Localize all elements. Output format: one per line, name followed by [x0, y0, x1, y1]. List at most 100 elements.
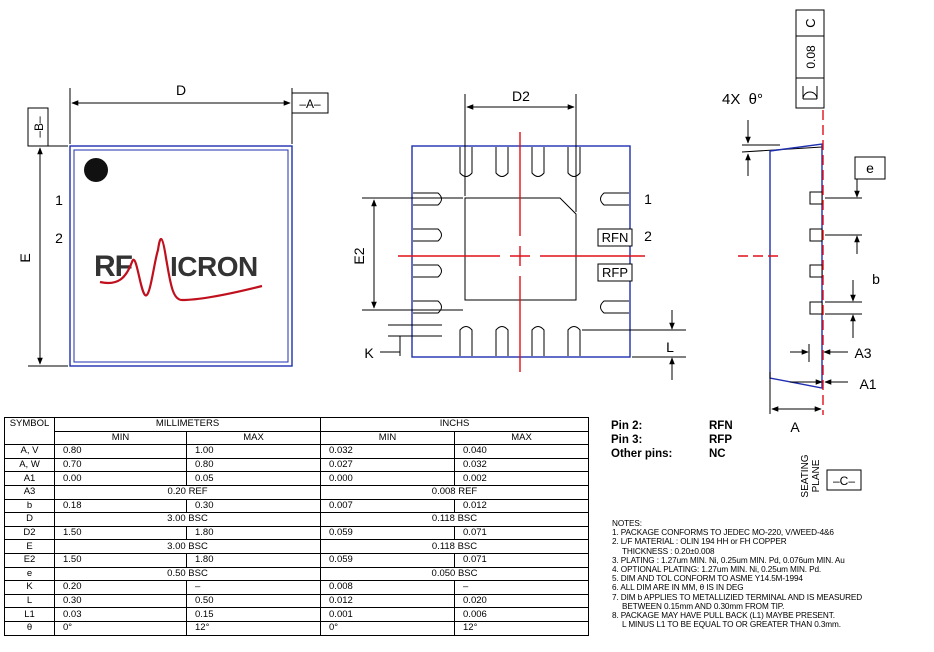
dim-e2-label: E2 [351, 247, 367, 264]
flatness-frame: C 0.08 [795, 9, 825, 109]
dim-d-label: D [176, 82, 186, 98]
cell-symbol: D [4, 512, 55, 527]
cell-in-min: 0.027 [320, 457, 456, 473]
pin-row: Pin 3:RFP [611, 433, 733, 447]
flatness-value: 0.08 [804, 45, 818, 69]
cell-mm-max: 1.80 [185, 525, 322, 541]
rfmicron-logo: RF ICRON [94, 237, 263, 302]
flatness-symbol-icon [802, 86, 818, 100]
cell-in-ref: 0.008 REF [320, 484, 590, 500]
cell-mm-min: 0.18 [54, 498, 187, 514]
cell-in-max: 0.071 [454, 552, 590, 568]
cell-mm-ref: 0.20 REF [53, 484, 322, 500]
package-drawing: D –A– E –B– 1 2 RF ICRON [17, 9, 886, 415]
dim-e-box [854, 156, 886, 180]
cell-mm-max: – [185, 580, 322, 595]
pin-function: RFP [709, 434, 732, 446]
cell-in-min: 0.000 [320, 471, 456, 486]
cell-mm-ref: 0.50 BSC [53, 566, 322, 582]
cell-mm-min: 0.00 [54, 471, 187, 486]
cell-mm-min: 0.20 [54, 580, 187, 595]
package-inner-outline [73, 149, 289, 363]
rfn-label: RFN [602, 230, 629, 245]
note-line: 6. ALL DIM ARE IN MM, θ IS IN DEG [612, 583, 744, 593]
datum-a-label: –A– [299, 97, 321, 111]
notes-title: NOTES: [612, 519, 642, 528]
cell-in-min: 0.059 [320, 552, 456, 568]
pin-row: Pin 2:RFN [611, 419, 733, 433]
table-header-row: SYMBOL MILLIMETERS INCHS [4, 416, 590, 446]
rfn-label-box [597, 228, 633, 247]
cell-mm-max: 0.80 [185, 457, 322, 473]
cell-in-min: 0.012 [320, 593, 456, 609]
cell-symbol: A, W [4, 457, 55, 473]
subheader-in-min: MIN [320, 430, 456, 446]
rfp-label-box [597, 263, 633, 282]
note-line: THICKNESS : 0.20±0.008 [622, 546, 715, 556]
subheader-in-max: MAX [454, 430, 590, 446]
cell-in-min: 0.001 [320, 607, 456, 622]
cell-mm-min: 1.50 [54, 525, 187, 541]
cell-symbol: K [4, 580, 55, 595]
cell-symbol: θ [4, 620, 55, 636]
cell-in-max: – [454, 580, 590, 595]
side-terminals [809, 191, 823, 315]
logo-text-left: RF [94, 250, 133, 283]
cell-symbol: e [4, 566, 55, 582]
note-line: 3. PLATING : 1.27um MIN. Ni, 0.25um MIN.… [612, 555, 845, 565]
cell-mm-max: 0.30 [185, 498, 322, 514]
datum-b-box [27, 107, 49, 147]
note-line: 8. PACKAGE MAY HAVE PULL BACK (L1) MAYBE… [612, 611, 835, 621]
header-inchs: INCHS [320, 417, 590, 432]
cell-in-min: 0.059 [320, 525, 456, 541]
exposed-pad [464, 197, 577, 301]
flatness-datum: C [803, 18, 818, 27]
note-line: L MINUS L1 TO BE EQUAL TO OR GREATER THA… [622, 620, 841, 630]
cell-mm-min: 0.80 [54, 444, 187, 459]
cell-mm-max: 1.80 [185, 552, 322, 568]
dim-l-label: L [666, 339, 674, 355]
cell-mm-min: 0.70 [54, 457, 187, 473]
header-millimeters: MILLIMETERS [53, 417, 322, 432]
cell-in-ref: 0.118 BSC [320, 512, 590, 527]
cell-mm-min: 1.50 [54, 552, 187, 568]
note-line: 5. DIM AND TOL CONFORM TO ASME Y14.5M-19… [612, 574, 803, 584]
cell-symbol: E [4, 539, 55, 554]
cell-symbol: L1 [4, 607, 55, 622]
cell-in-max: 0.032 [454, 457, 590, 473]
cell-mm-min: 0° [54, 620, 187, 636]
cell-symbol: A3 [4, 484, 55, 500]
cell-in-max: 0.071 [454, 525, 590, 541]
bottom-centerlines [398, 132, 645, 372]
bottom-outline [411, 145, 631, 358]
dim-e-pitch-label: e [866, 160, 874, 176]
cell-in-max: 0.012 [454, 498, 590, 514]
header-symbol: SYMBOL [4, 416, 55, 446]
cell-symbol: A1 [4, 471, 55, 486]
dim-e-label: E [17, 253, 33, 262]
bottom-pin-1-label: 1 [644, 191, 652, 207]
datum-c-box [826, 469, 862, 491]
top-pads [459, 147, 581, 177]
note-line: 2. L/F MATERIAL : OLIN 194 HH or FH COPP… [612, 537, 787, 547]
subheader-mm-min: MIN [54, 430, 187, 446]
cell-in-ref: 0.050 BSC [320, 566, 590, 582]
angle-label: 4X θ° [722, 91, 763, 108]
cell-symbol: A, V [4, 444, 55, 459]
cell-mm-ref: 3.00 BSC [53, 539, 322, 554]
datum-b-label: –B– [32, 116, 46, 138]
dimension-table: SYMBOL MILLIMETERS INCHS MIN MAX MIN MAX… [4, 416, 590, 636]
pin-label: Pin 2: [611, 420, 643, 432]
cell-in-ref: 0.118 BSC [320, 539, 590, 554]
cell-symbol: b [4, 498, 55, 514]
